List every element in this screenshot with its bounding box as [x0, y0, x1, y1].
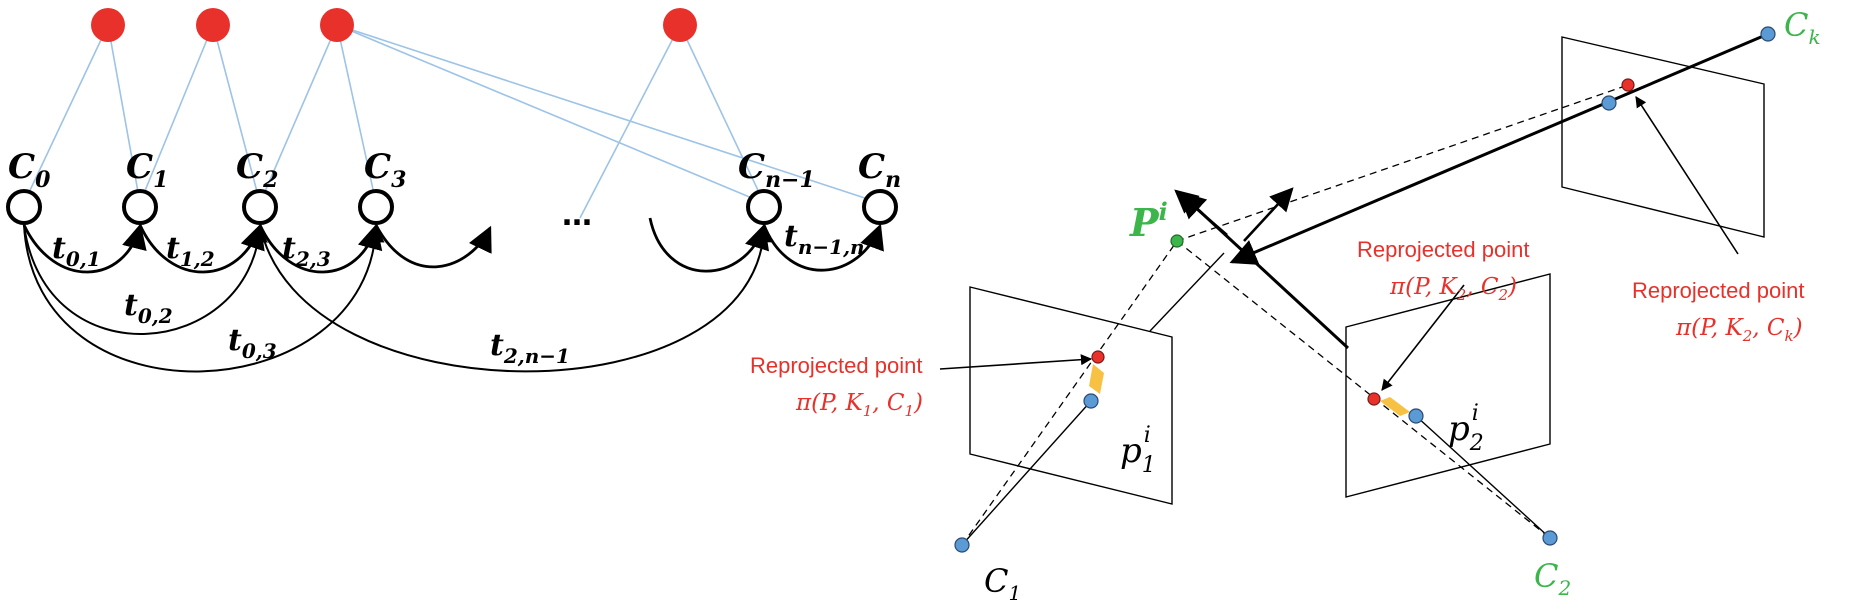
- reproj-label-c2: Reprojected point: [1357, 237, 1529, 262]
- camera-node-c0: [6, 189, 42, 225]
- camera-label-ck-right: Ck: [1784, 6, 1821, 49]
- dashed-rays: [961, 84, 1629, 546]
- edge-label-t03: t0,3: [228, 323, 277, 363]
- reproj-label-c1: Reprojected point: [750, 353, 922, 378]
- reprojected-point-k: [1621, 78, 1635, 92]
- camera-label-c0: C0: [8, 147, 51, 193]
- pose-graph: C0 C1 C2 C3 Cn−1 Cn t0,1 t1,2 t2,3 t0,2 …: [6, 8, 901, 373]
- pi-label-ck: π(P, K2, Ck): [1675, 315, 1803, 345]
- image-planes: [969, 36, 1765, 505]
- landmark-point: [91, 8, 125, 42]
- world-point-label: Pi: [1129, 197, 1168, 245]
- reprojected-point-1: [1091, 350, 1105, 364]
- reproj-label-ck: Reprojected point: [1632, 278, 1804, 303]
- observed-point-1: [1083, 393, 1099, 409]
- annot-arrow-c2: [1381, 284, 1465, 391]
- edge-label-t12: t1,2: [166, 231, 215, 271]
- camera-node-cn1: [746, 189, 782, 225]
- image-points: [954, 26, 1776, 553]
- camera-center-ck: [1760, 26, 1776, 42]
- pi-label-c2: π(P, K2, C2): [1389, 274, 1517, 304]
- edge-label-t2n1: t2,n−1: [490, 328, 570, 368]
- observed-point-k: [1601, 95, 1617, 111]
- ray-from-ck: [1229, 32, 1769, 265]
- edge-label-t01: t0,1: [52, 231, 101, 271]
- error-bar-1: [1089, 364, 1104, 394]
- reprojection-errors: [1089, 364, 1410, 416]
- camera-node-c1: [122, 189, 158, 225]
- camera-label-cn: Cn: [858, 147, 901, 193]
- camera-label-c2-right: C2: [1534, 557, 1571, 600]
- camera-node-c2: [242, 189, 278, 225]
- camera-label-c3: C3: [364, 147, 406, 193]
- pi-label-c1: π(P, K1, C1): [795, 390, 923, 420]
- image-point-label-2: p2i: [1448, 401, 1484, 456]
- annot-arrow-c1: [939, 354, 1093, 370]
- camera-label-cn1: Cn−1: [738, 147, 815, 193]
- ellipsis-label: …: [562, 198, 592, 233]
- landmarks: [91, 8, 697, 42]
- error-bar-2: [1380, 397, 1410, 416]
- landmark-point: [663, 8, 697, 42]
- arrow-up-2: [1243, 187, 1294, 242]
- camera-center-c2: [1542, 530, 1558, 546]
- camera-nodes: [6, 189, 898, 225]
- reprojection-geometry: Pi Reprojected point Reprojected point R…: [750, 6, 1821, 605]
- camera-label-c2: C2: [236, 147, 278, 193]
- edge-label-t02: t0,2: [124, 288, 173, 328]
- loop-edges: [23, 224, 773, 373]
- camera-node-c3: [358, 189, 394, 225]
- camera-label-c1-right: C1: [984, 562, 1021, 605]
- observed-point-2: [1408, 408, 1424, 424]
- annot-arrow-ck: [1635, 96, 1739, 255]
- image-point-label-1: p1i: [1120, 423, 1156, 478]
- image-plane-1: [969, 286, 1173, 505]
- image-plane-2: [1345, 273, 1551, 498]
- world-point: [1170, 234, 1184, 248]
- arrow-up-1: [1174, 189, 1228, 236]
- camera-label-c1: C1: [126, 147, 168, 193]
- solid-rays: [961, 252, 1551, 546]
- observation-lines: [23, 24, 881, 219]
- camera-center-c1: [954, 537, 970, 553]
- reprojected-point-2: [1367, 392, 1381, 406]
- landmark-point: [320, 8, 354, 42]
- landmark-point: [196, 8, 230, 42]
- pose-edges: [22, 217, 884, 274]
- image-plane-k: [1561, 36, 1765, 238]
- camera-node-cn: [862, 189, 898, 225]
- edge-label-tn1n: tn−1,n: [784, 219, 865, 259]
- edge-label-t23: t2,3: [282, 231, 331, 271]
